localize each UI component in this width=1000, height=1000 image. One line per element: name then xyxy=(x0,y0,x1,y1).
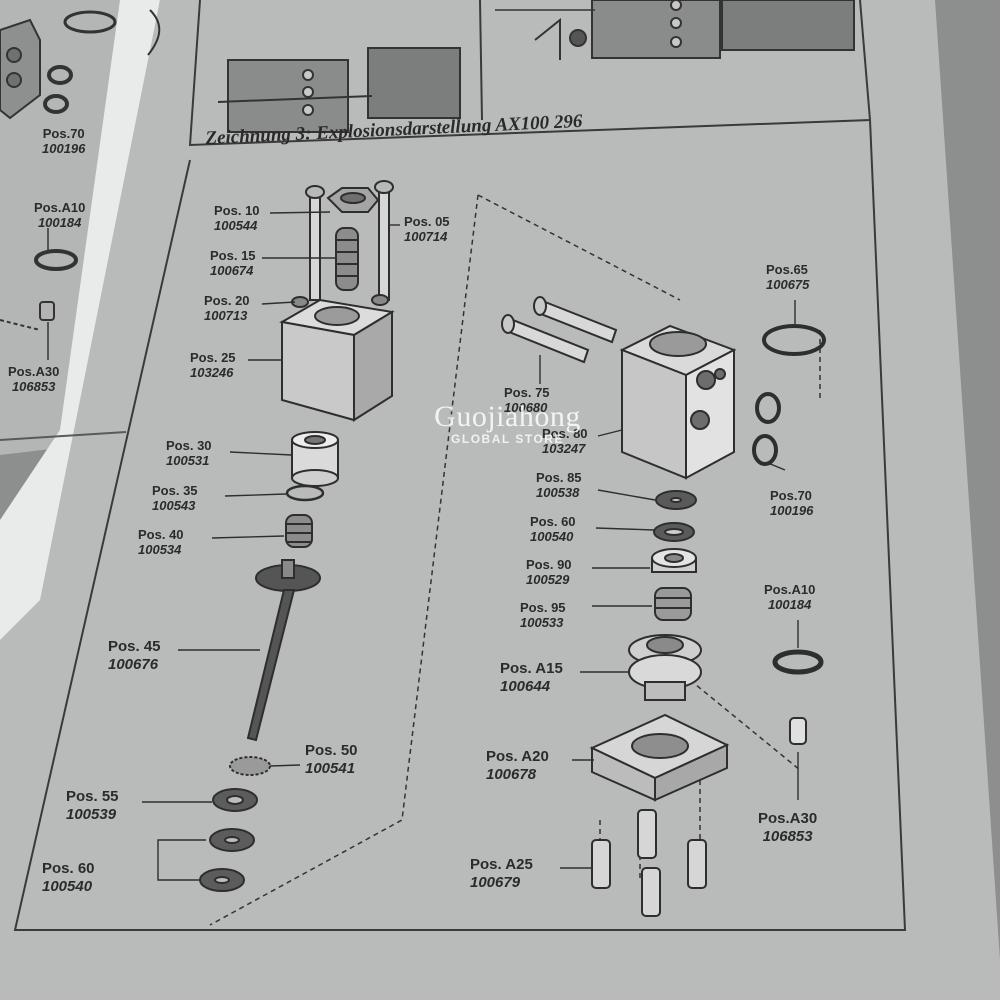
watermark-brand: Guojiahong xyxy=(434,400,581,433)
left-page-parts xyxy=(0,9,161,360)
top-drawing-fragments xyxy=(217,0,855,133)
frame-outline xyxy=(188,0,872,147)
frame-outline-lower xyxy=(13,119,907,931)
store-watermark: Guojiahong GLOBAL STORE xyxy=(395,400,620,446)
watermark-tagline: GLOBAL STORE xyxy=(451,432,564,446)
left-assembly xyxy=(199,180,395,892)
right-assembly xyxy=(501,296,826,917)
right-group-boundary xyxy=(477,194,681,301)
leader-lines xyxy=(142,211,799,881)
white-page-edge xyxy=(0,0,160,650)
